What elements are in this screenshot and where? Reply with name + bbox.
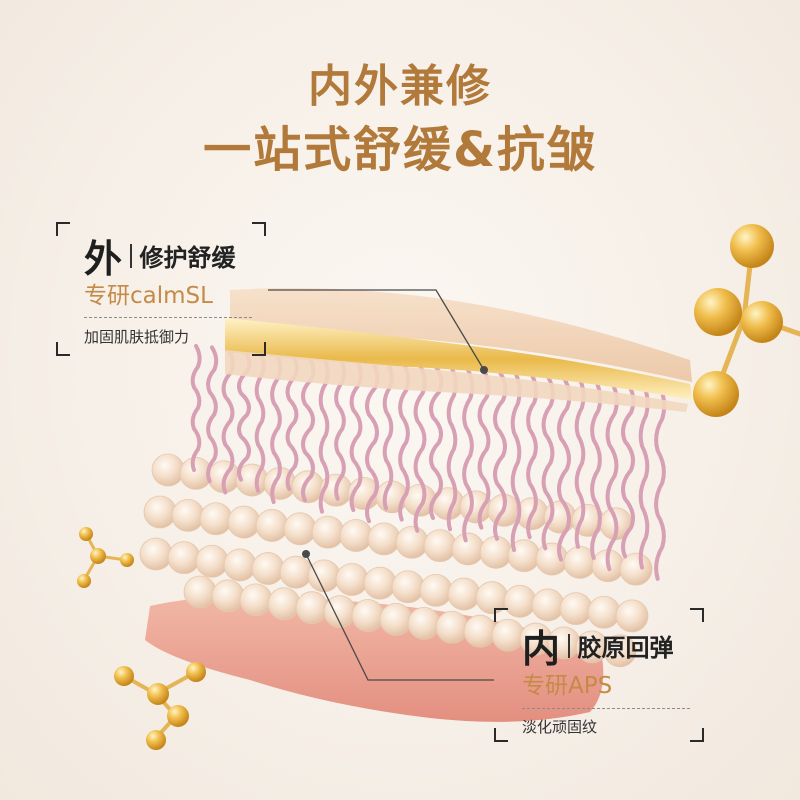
lipid-chain [654, 384, 667, 581]
lipid-chain [398, 362, 411, 522]
molecule-left-small [77, 527, 134, 588]
collagen-bead [615, 599, 649, 633]
collagen-bead [183, 575, 217, 609]
corner-mark [252, 342, 266, 356]
callout-outer-title: 外 修护舒缓 [84, 228, 236, 283]
headline-line-2: 一站式舒缓&抗皱 [203, 122, 597, 178]
collagen-bead [407, 606, 441, 640]
collagen-bead [139, 537, 173, 571]
lipid-chain [526, 373, 539, 540]
collagen-bead [223, 548, 257, 582]
lipid-chain [510, 372, 522, 552]
leader-line-inner [305, 553, 494, 681]
lipid-chain [190, 344, 202, 472]
collagen-bead [367, 522, 401, 556]
callout-inner: 内 胶原回弹 专研APS 淡化顽固纹 [494, 608, 704, 742]
collagen-bead [167, 541, 201, 575]
gold-barrier-band [225, 318, 692, 400]
lipid-chain [462, 367, 475, 543]
collagen-bead [279, 555, 313, 589]
collagen-bead [463, 614, 497, 648]
leader-dot-inner [302, 550, 310, 558]
collagen-bead [423, 529, 457, 562]
leader-line-outer [268, 289, 485, 371]
surface-layer-lower [225, 350, 688, 412]
divider [130, 243, 132, 268]
corner-mark [252, 222, 266, 236]
callout-outer-desc: 加固肌肤抵御力 [84, 328, 190, 346]
collagen-bead [339, 519, 373, 552]
collagen-bead [419, 574, 453, 607]
collagen-bead [307, 559, 341, 593]
divider [568, 633, 570, 658]
molecule-right [693, 224, 800, 417]
molecule-left-bottom [114, 662, 206, 750]
corner-mark [690, 608, 704, 622]
lipid-chain [574, 377, 586, 549]
lipid-chain [429, 365, 444, 520]
dashed-divider [84, 317, 252, 318]
collagen-bead [211, 579, 245, 613]
collagen-bead [447, 577, 481, 611]
corner-mark [494, 608, 508, 622]
collagen-bead [435, 610, 469, 644]
leader-dot-outer [480, 366, 488, 374]
collagen-bead [619, 552, 653, 586]
collagen-bead [451, 532, 485, 566]
lipid-chain [493, 370, 508, 541]
collagen-bead [335, 563, 369, 596]
corner-mark [56, 342, 70, 356]
dashed-divider [522, 708, 690, 709]
collagen-bead [195, 544, 229, 578]
lipid-chain [477, 369, 491, 530]
collagen-bead [351, 599, 385, 632]
lipid-chain [557, 376, 572, 562]
collagen-bead [251, 552, 285, 585]
collagen-bead-layers [139, 453, 653, 668]
callout-outer-subtitle: 修护舒缓 [139, 244, 236, 272]
lipid-chain [541, 374, 555, 551]
collagen-bead [227, 505, 261, 539]
collagen-bead [603, 634, 637, 668]
collagen-bead [143, 495, 177, 529]
callout-outer-big-char: 外 [84, 237, 123, 281]
collagen-bead [283, 512, 317, 546]
collagen-bead [391, 570, 425, 604]
collagen-bead [543, 500, 577, 534]
collagen-bead [535, 542, 569, 576]
callout-inner-title: 内 胶原回弹 [522, 618, 674, 673]
callout-inner-subtitle: 胶原回弹 [577, 634, 674, 662]
lipid-chain [446, 366, 458, 532]
collagen-bead [479, 535, 513, 569]
callout-outer-tech: 专研calmSL [84, 283, 213, 309]
collagen-bead [239, 583, 273, 617]
callout-inner-big-char: 内 [522, 627, 561, 671]
collagen-bead [311, 515, 345, 549]
collagen-bead [395, 525, 429, 559]
collagen-bead [171, 498, 205, 532]
surface-layer-top [230, 288, 692, 382]
headline-line-1: 内外兼修 [308, 61, 492, 112]
callout-inner-desc: 淡化顽固纹 [522, 718, 598, 736]
collagen-bead [255, 509, 289, 542]
lipid-chain [206, 345, 219, 484]
lipid-chain [413, 363, 427, 533]
collagen-bead [295, 591, 329, 625]
lipid-chain [638, 383, 650, 570]
collagen-bead [199, 502, 233, 536]
corner-mark [56, 222, 70, 236]
corner-mark [690, 728, 704, 742]
lipid-chain [621, 381, 636, 559]
collagen-bead [151, 453, 185, 487]
callout-outer: 外 修护舒缓 专研calmSL 加固肌肤抵御力 [56, 222, 266, 356]
lipid-chain [590, 379, 603, 560]
lipid-chain [605, 380, 619, 572]
collagen-bead [379, 603, 413, 636]
corner-mark [494, 728, 508, 742]
lipid-chain [365, 359, 380, 524]
callout-inner-tech: 专研APS [522, 673, 613, 699]
collagen-bead [267, 587, 301, 621]
collagen-bead [363, 566, 397, 600]
